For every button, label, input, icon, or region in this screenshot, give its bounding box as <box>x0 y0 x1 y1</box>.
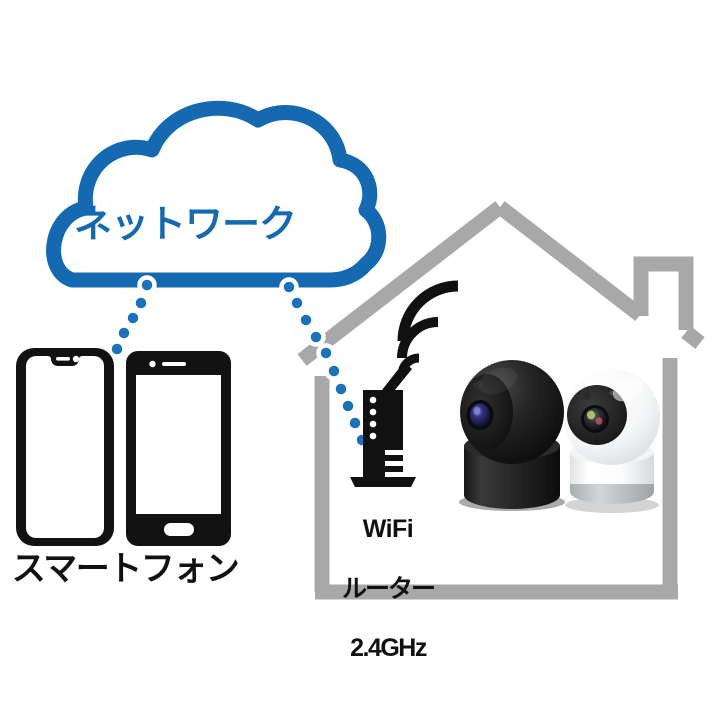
cloud-icon <box>46 100 387 288</box>
camera-black-lens <box>470 403 490 427</box>
router-label-group: WiFi ルーター 2.4GHz <box>330 483 446 694</box>
camera-white <box>564 369 660 513</box>
camera-black-base <box>464 446 560 509</box>
house-roof-right-lower <box>681 326 705 349</box>
connection-cloud-to-router <box>279 277 372 450</box>
router-label-line1: WiFi <box>362 515 414 544</box>
phone-front-camera <box>149 360 156 368</box>
cloud-label: ネットワーク <box>73 204 297 246</box>
phone-notch-camera <box>72 355 80 363</box>
camera-black-ir-sensor <box>473 380 483 390</box>
wifi-signal-icon <box>397 280 459 376</box>
router-led-dots <box>369 396 377 440</box>
camera-black-mic <box>505 376 511 382</box>
phone-earpiece <box>162 362 186 366</box>
router-label-line2: ルーター <box>341 574 436 603</box>
camera-white-ir-sensor <box>583 392 591 400</box>
router-label-line3: 2.4GHz <box>350 633 427 662</box>
router-vents <box>385 450 403 477</box>
house-chimney <box>633 256 694 330</box>
phone-home-button <box>126 351 231 546</box>
camera-white-base-ring <box>570 484 654 504</box>
camera-white-lens <box>584 408 606 430</box>
camera-black <box>459 360 565 511</box>
house-outline-icon <box>297 201 705 600</box>
phone-home-button-key <box>164 523 194 536</box>
connection-cloud-to-phones <box>107 275 157 359</box>
smartphone-label: スマートフォン <box>11 550 240 588</box>
house-roof-right <box>495 201 645 321</box>
house-roof-left <box>297 201 505 366</box>
phone-notch-speaker <box>56 357 70 361</box>
phone-notch <box>16 348 114 546</box>
